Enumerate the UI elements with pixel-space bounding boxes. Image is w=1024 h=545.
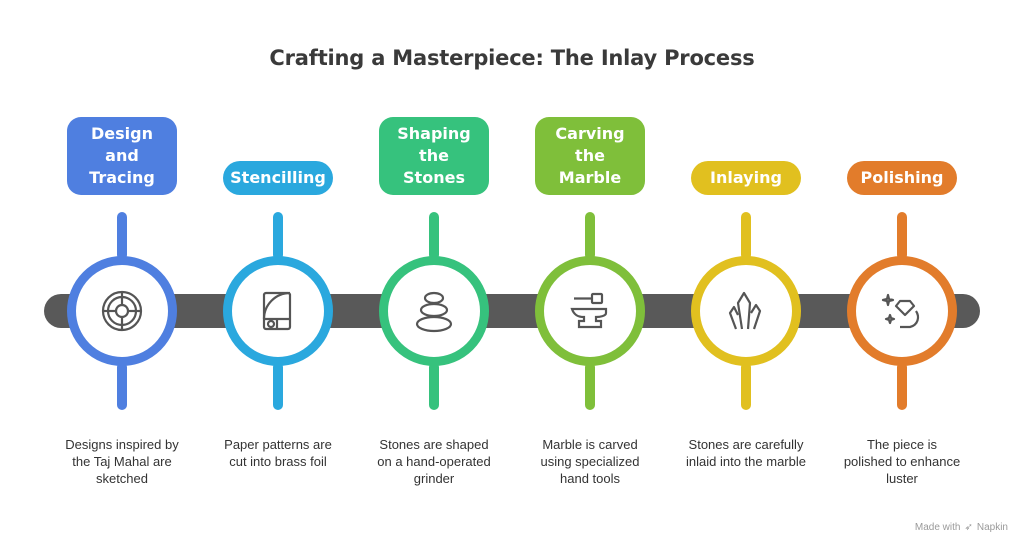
top-stem xyxy=(273,212,283,260)
step-description: Paper patterns are cut into brass foil xyxy=(224,437,332,469)
golden-spiral-icon xyxy=(262,291,292,331)
crystals-icon xyxy=(728,291,762,330)
step-description: Designs inspired by the Taj Mahal are sk… xyxy=(65,437,179,486)
page-title: Crafting a Masterpiece: The Inlay Proces… xyxy=(269,46,755,70)
top-stem xyxy=(585,212,595,260)
top-stem xyxy=(897,212,907,260)
step-ring xyxy=(847,256,957,366)
step-label: Inlaying xyxy=(691,161,801,195)
step-stencilling: Stencilling Paper patterns are cut into … xyxy=(213,0,343,545)
step-design-and-tracing: Design and Tracing Designs inspired by t… xyxy=(57,0,187,545)
step-ring xyxy=(535,256,645,366)
watermark-text: Made with xyxy=(914,522,961,533)
inlay-medallion-icon xyxy=(101,290,143,332)
step-ring xyxy=(691,256,801,366)
step-description: Marble is carved using specialized hand … xyxy=(540,437,640,486)
step-label: Design and Tracing xyxy=(67,117,177,195)
bottom-stem xyxy=(741,362,751,410)
napkin-logo-icon: ➶ xyxy=(964,522,973,533)
bottom-stem xyxy=(897,362,907,410)
bottom-stem xyxy=(117,362,127,410)
stacked-stones-icon xyxy=(415,291,453,333)
process-track xyxy=(44,294,980,328)
bottom-stem xyxy=(273,362,283,410)
step-label: Carving the Marble xyxy=(535,117,645,195)
top-stem xyxy=(117,212,127,260)
step-ring xyxy=(223,256,333,366)
top-stem xyxy=(429,212,439,260)
bottom-stem xyxy=(429,362,439,410)
step-label: Stencilling xyxy=(223,161,333,195)
step-ring xyxy=(379,256,489,366)
step-inlaying: Inlaying Stones are carefully inlaid int… xyxy=(681,0,811,545)
step-carving-the-marble: Carving the Marble Marble is carved usin… xyxy=(525,0,655,545)
top-stem xyxy=(741,212,751,260)
polish-gem-hand-icon xyxy=(881,293,920,329)
step-shaping-the-stones: Shaping the Stones Stones are shaped on … xyxy=(369,0,499,545)
bottom-stem xyxy=(585,362,595,410)
step-description: The piece is polished to enhance luster xyxy=(843,437,961,486)
step-description: Stones are shaped on a hand-operated gri… xyxy=(377,437,491,486)
watermark: Made with ➶ Napkin xyxy=(915,522,1008,533)
watermark-brand: Napkin xyxy=(976,522,1008,533)
step-label: Shaping the Stones xyxy=(379,117,489,195)
step-description: Stones are carefully inlaid into the mar… xyxy=(686,437,806,469)
anvil-hammer-icon xyxy=(570,292,608,329)
step-polishing: Polishing The piece is polished to enhan… xyxy=(837,0,967,545)
step-label: Polishing xyxy=(847,161,957,195)
step-ring xyxy=(67,256,177,366)
